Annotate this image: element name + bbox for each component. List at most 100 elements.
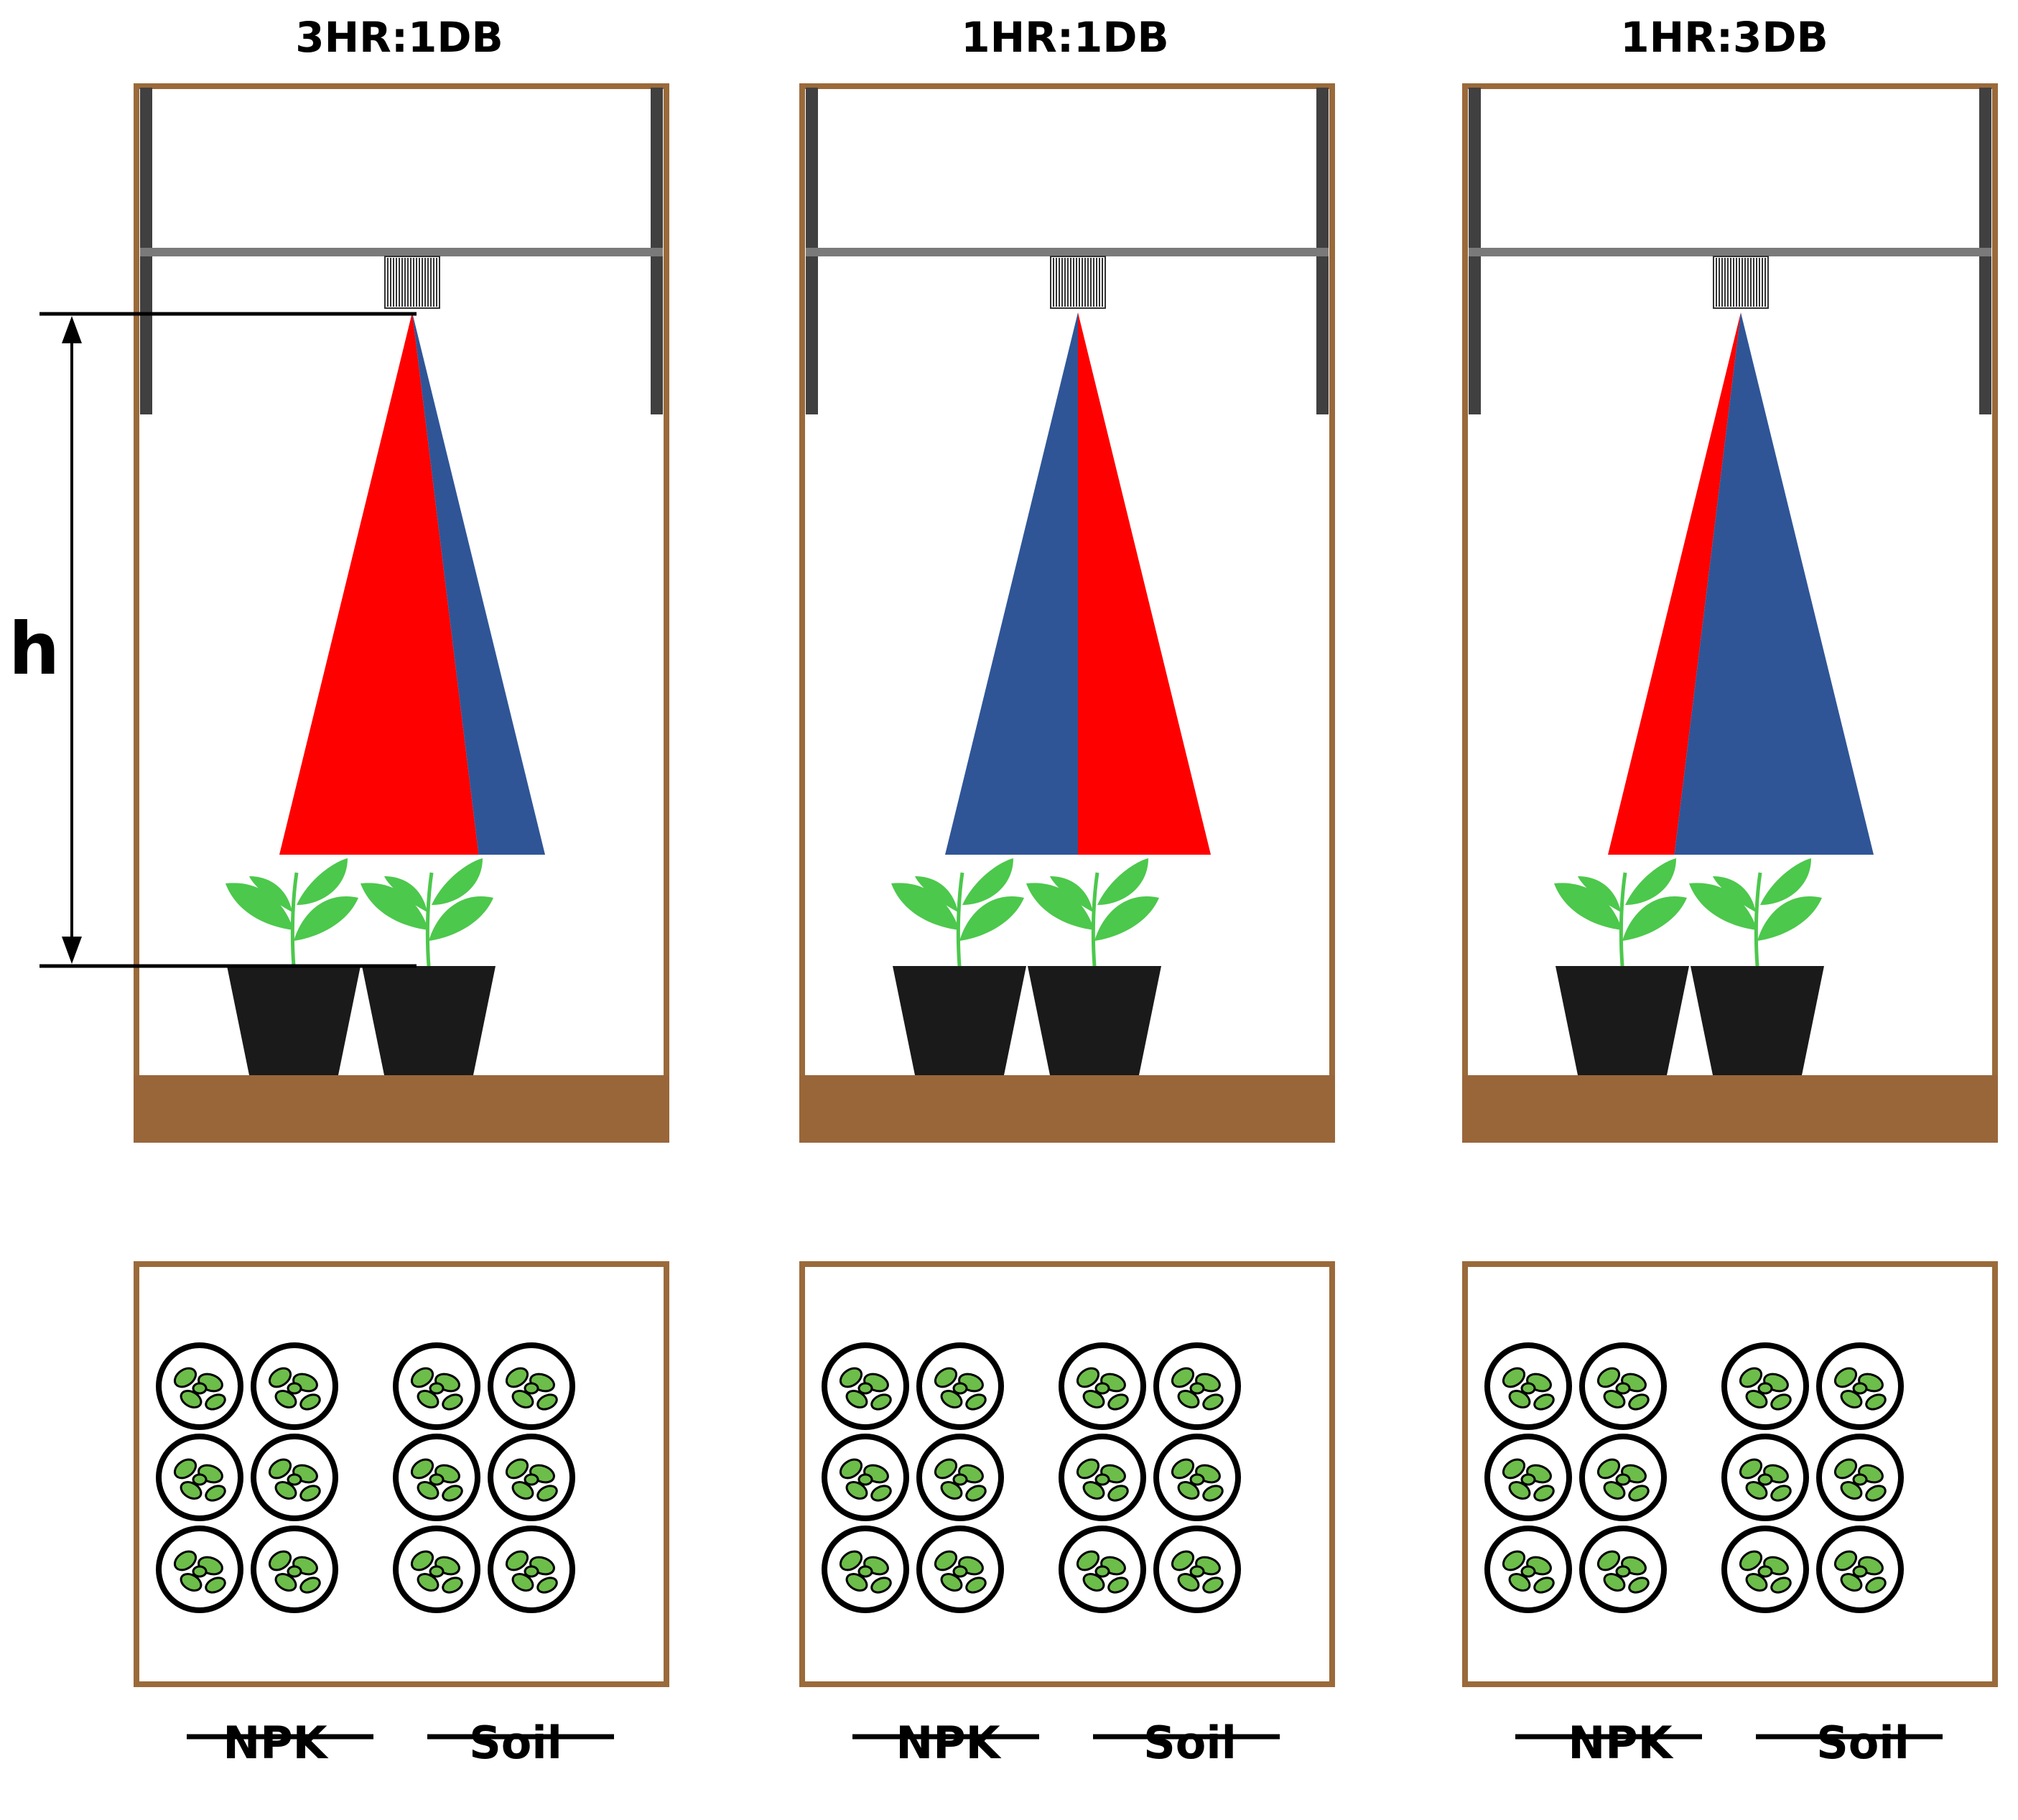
- seedling-leaf: [1533, 1577, 1555, 1594]
- plant-stem: [1754, 872, 1762, 967]
- light-cone-right: [1674, 312, 1874, 855]
- top-view-pot: [393, 1526, 480, 1613]
- seedling-leaf: [1833, 1550, 1858, 1571]
- seedling-leaf: [536, 1485, 558, 1502]
- seedling-leaf: [1094, 1382, 1110, 1395]
- panel-1: [134, 83, 669, 1740]
- top-view-pot: [393, 1342, 480, 1430]
- height-indicator: [39, 312, 417, 968]
- seedling-leaf: [1076, 1458, 1100, 1480]
- seedling-leaf: [1202, 1485, 1224, 1502]
- plant-leaf: [384, 876, 427, 912]
- plant: [225, 858, 358, 967]
- panel-2-group-npk: NPK: [896, 1717, 1000, 1769]
- seedling-leaf: [857, 1473, 873, 1486]
- seedling-leaf: [505, 1458, 529, 1480]
- seedling-leaf: [1076, 1550, 1100, 1571]
- seedling-leaf: [1739, 1458, 1763, 1480]
- chamber-floor: [1462, 1075, 1998, 1143]
- seedling-leaf: [524, 1565, 539, 1578]
- seedling-leaf: [205, 1577, 226, 1594]
- panel-2: [799, 83, 1335, 1740]
- light-rack: [140, 248, 663, 256]
- top-view-pot: [1153, 1342, 1241, 1430]
- top-view-pot: [393, 1434, 480, 1521]
- seedling-leaf: [1171, 1367, 1195, 1388]
- plant-stem: [1619, 872, 1627, 967]
- seedling-leaf: [1833, 1367, 1858, 1388]
- top-view-pot: [916, 1526, 1004, 1613]
- seedling-leaf: [205, 1485, 226, 1502]
- top-view-pot: [1059, 1434, 1146, 1521]
- seedling-leaf: [410, 1367, 434, 1388]
- top-view-pot: [488, 1342, 575, 1430]
- panel-1-group-soil: Soil: [469, 1717, 562, 1769]
- top-view-pot: [156, 1526, 243, 1613]
- seedling-leaf: [952, 1473, 968, 1486]
- panel-3-title: 1HR:3DB: [1620, 13, 1828, 62]
- plant-pot: [1556, 966, 1689, 1075]
- seedling-leaf: [839, 1367, 863, 1388]
- seedling-leaf: [192, 1382, 208, 1395]
- seedling-leaf: [1615, 1473, 1631, 1486]
- seedling-leaf: [442, 1393, 463, 1411]
- seedling-leaf: [1533, 1393, 1555, 1411]
- chamber-floor: [799, 1075, 1335, 1143]
- light-cone-right: [412, 312, 545, 855]
- seedling-leaf: [839, 1458, 863, 1480]
- plant-leaf: [361, 883, 429, 930]
- light-rack: [806, 248, 1329, 256]
- led-lamp: [384, 256, 440, 309]
- seedling-leaf: [192, 1473, 208, 1486]
- seedling-leaf: [839, 1550, 863, 1571]
- panel-3-group-npk: NPK: [1568, 1717, 1673, 1769]
- plant-leaf: [1625, 858, 1676, 905]
- seedling-leaf: [1202, 1393, 1224, 1411]
- seedling-leaf: [524, 1473, 539, 1486]
- plant-leaf: [249, 876, 292, 912]
- seedling-leaf: [1520, 1473, 1536, 1486]
- seedling-leaf: [1865, 1393, 1887, 1411]
- seedling-leaf: [857, 1565, 873, 1578]
- seedling-leaf: [536, 1577, 558, 1594]
- seedling-leaf: [299, 1577, 321, 1594]
- plant-leaf: [1097, 858, 1148, 905]
- seedling-leaf: [1770, 1577, 1792, 1594]
- plant-leaf: [1578, 876, 1621, 912]
- top-view-pot: [1816, 1342, 1904, 1430]
- seedling-leaf: [1852, 1473, 1868, 1486]
- seedling-leaf: [1202, 1577, 1224, 1594]
- seedling-leaf: [287, 1565, 302, 1578]
- plant-pot: [1691, 966, 1824, 1075]
- seedling-leaf: [934, 1458, 958, 1480]
- plant: [891, 858, 1024, 967]
- seedling-leaf: [1615, 1565, 1631, 1578]
- seedling-leaf: [1852, 1382, 1868, 1395]
- top-view-pot: [1484, 1342, 1572, 1430]
- top-view-pot: [1059, 1526, 1146, 1613]
- light-cone-left: [1608, 312, 1741, 855]
- seedling-leaf: [1596, 1550, 1621, 1571]
- seedling-leaf: [173, 1550, 197, 1571]
- seedling-leaf: [1628, 1393, 1650, 1411]
- top-view-pot: [1579, 1526, 1667, 1613]
- seedling-leaf: [1833, 1458, 1858, 1480]
- plant-leaf: [429, 896, 493, 941]
- seedling-leaf: [870, 1485, 892, 1502]
- height-arrow-head-up: [62, 316, 82, 343]
- plant-leaf: [1622, 896, 1687, 941]
- seedling-leaf: [173, 1367, 197, 1388]
- seedling-leaf: [952, 1382, 968, 1395]
- plant-leaf: [1094, 896, 1159, 941]
- seedling-leaf: [1770, 1393, 1792, 1411]
- seedling-leaf: [934, 1367, 958, 1388]
- seedling-leaf: [1757, 1382, 1773, 1395]
- plant-pot: [362, 966, 496, 1075]
- plant-leaf: [297, 858, 348, 905]
- plant: [1689, 858, 1822, 967]
- seedling-leaf: [1865, 1577, 1887, 1594]
- plant-leaf: [962, 858, 1013, 905]
- seedling-leaf: [505, 1367, 529, 1388]
- seedling-leaf: [1520, 1565, 1536, 1578]
